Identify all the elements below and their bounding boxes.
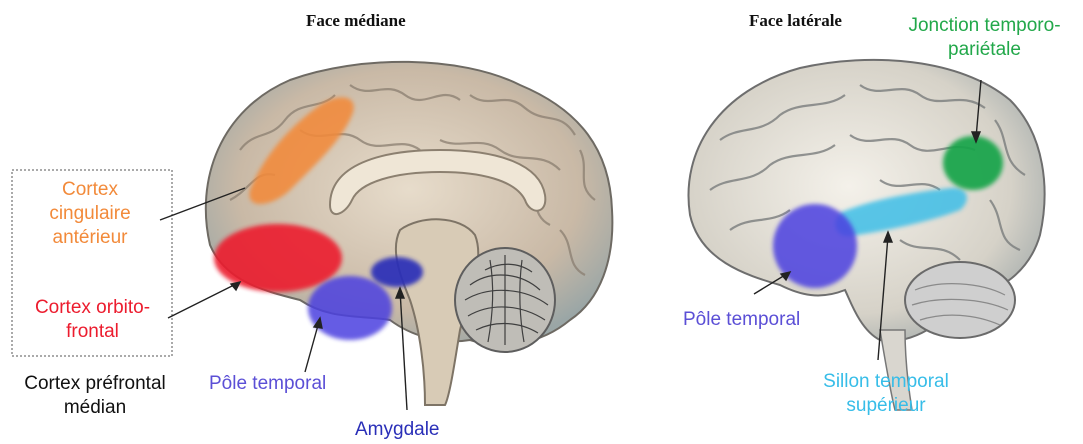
acc-label: Cortex cingulaire antérieur bbox=[20, 178, 160, 250]
acc-label-line1: Cortex bbox=[20, 178, 160, 202]
mpfc-label-line1: Cortex préfrontal bbox=[6, 372, 184, 396]
tpj-region bbox=[943, 136, 1003, 190]
median-face-title: Face médiane bbox=[306, 11, 406, 31]
mpfc-label-line2: médian bbox=[6, 396, 184, 420]
acc-label-line3: antérieur bbox=[20, 226, 160, 250]
ofc-pointer-line bbox=[168, 282, 240, 318]
lateral-brain bbox=[688, 60, 1044, 410]
temporal-pole-median-label: Pôle temporal bbox=[209, 372, 326, 396]
median-brain bbox=[206, 62, 613, 405]
ofc-region bbox=[214, 224, 342, 292]
cerebellum bbox=[455, 248, 555, 352]
ofc-label-line2: frontal bbox=[20, 320, 165, 344]
temporal-pole-lateral-label: Pôle temporal bbox=[683, 308, 800, 332]
temporal-pole-median-region bbox=[308, 276, 392, 340]
amygdala-region bbox=[371, 257, 423, 287]
ofc-label-line1: Cortex orbito- bbox=[20, 296, 165, 320]
ofc-label: Cortex orbito- frontal bbox=[20, 296, 165, 344]
sts-label: Sillon temporal supérieur bbox=[796, 370, 976, 418]
sts-label-line2: supérieur bbox=[796, 394, 976, 418]
tpj-label: Jonction temporo- pariétale bbox=[892, 14, 1077, 62]
sts-label-line1: Sillon temporal bbox=[796, 370, 976, 394]
lateral-face-title: Face latérale bbox=[749, 11, 842, 31]
tpj-label-line2: pariétale bbox=[892, 38, 1077, 62]
ofc-arrowhead bbox=[231, 282, 240, 290]
tpj-label-line1: Jonction temporo- bbox=[892, 14, 1077, 38]
acc-label-line2: cingulaire bbox=[20, 202, 160, 226]
mpfc-label: Cortex préfrontal médian bbox=[6, 372, 184, 420]
amygdala-label: Amygdale bbox=[355, 418, 440, 442]
